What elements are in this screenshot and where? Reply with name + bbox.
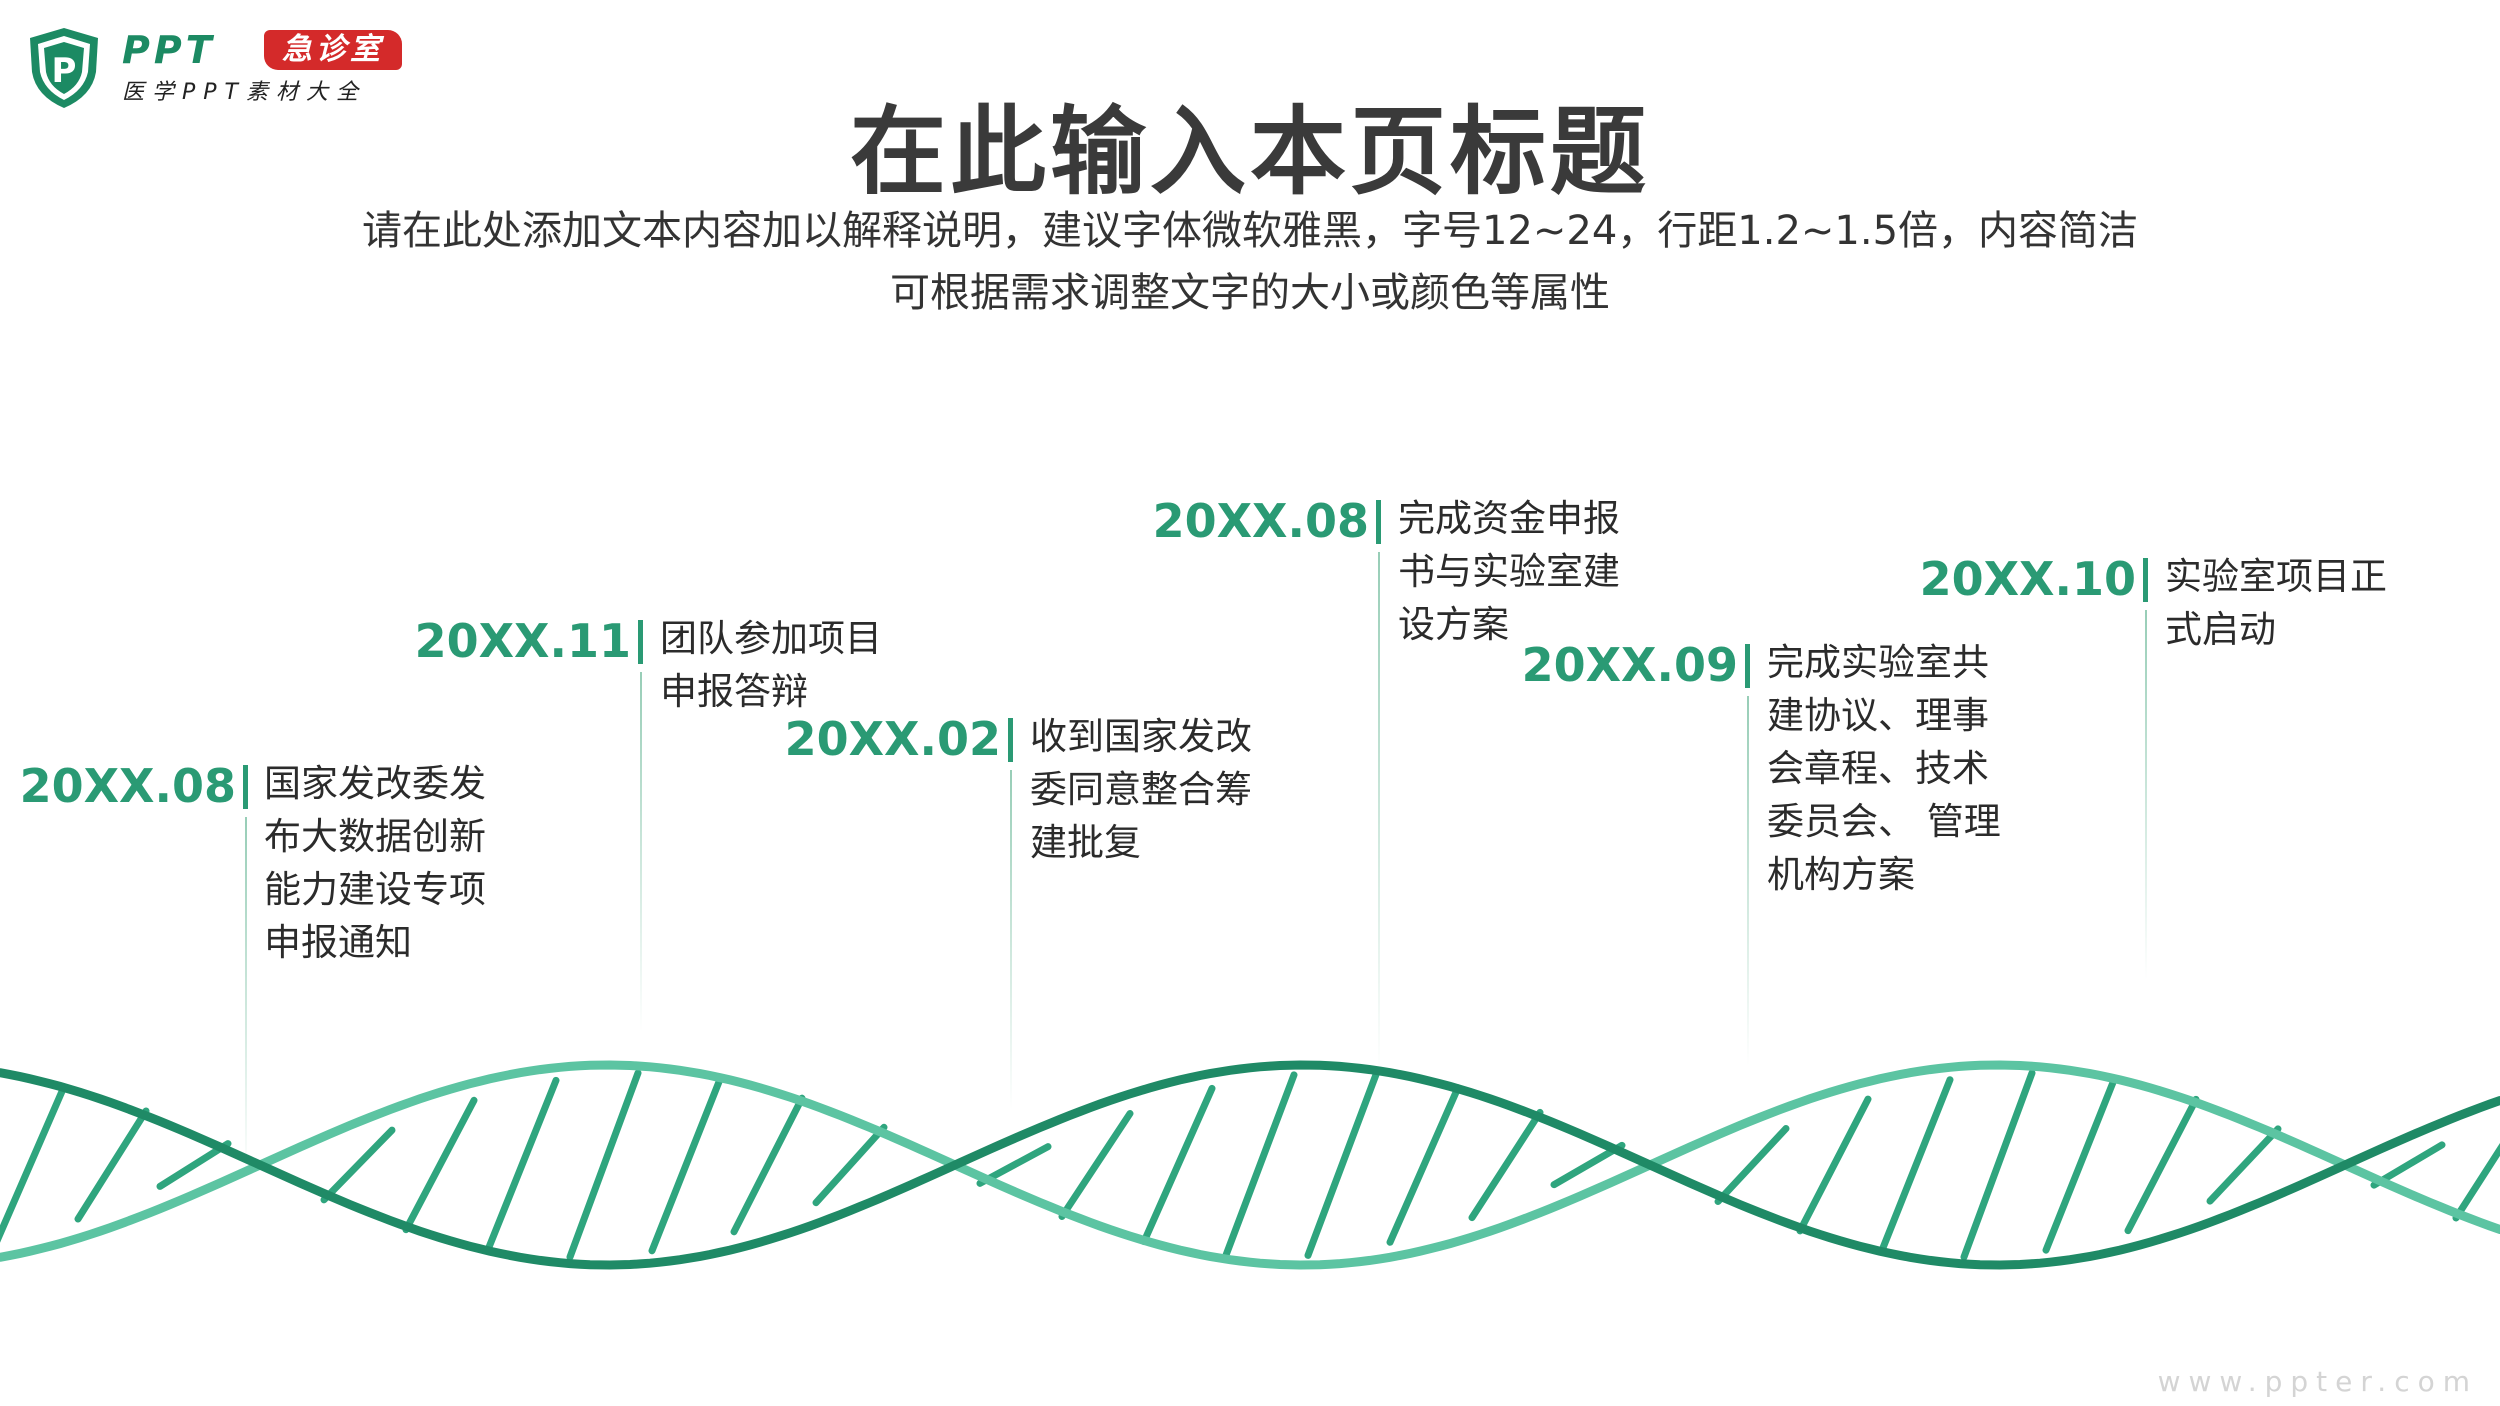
timeline-description: 收到国家发改 委同意整合筹 建批复 xyxy=(1030,710,1252,869)
timeline-date: 20XX.10 xyxy=(1919,552,2136,606)
description-line: 机构方案 xyxy=(1767,853,1915,896)
timeline-description: 完成实验室共 建协议、理事 会章程、技术 委员会、 管理 机构方案 xyxy=(1767,636,2001,901)
logo-subtitle: 医学PPT素材大全 xyxy=(122,80,366,105)
timeline-date: 20XX.08 xyxy=(1152,494,1369,548)
helix-rung xyxy=(2206,1125,2282,1205)
timeline-item-5: 20XX.09 完成实验室共 建协议、理事 会章程、技术 委员会、 管理 机构方… xyxy=(0,636,2001,1066)
timeline-marker xyxy=(638,620,643,664)
helix-rung xyxy=(1714,1125,1790,1205)
helix-rung xyxy=(2042,1076,2118,1254)
timeline-guide-line xyxy=(1378,552,1380,1072)
timeline-date: 20XX.08 xyxy=(19,759,236,813)
shield-letter: P xyxy=(52,51,77,91)
shield-icon: P xyxy=(30,28,98,108)
description-line: 建批复 xyxy=(1030,821,1141,864)
logo-brand-text: PPT xyxy=(122,28,216,72)
watermark: www.ppter.com xyxy=(2157,1365,2478,1398)
timeline-marker xyxy=(243,765,248,809)
timeline-description: 团队参加项目 申报答辩 xyxy=(660,612,882,718)
helix-rung xyxy=(1796,1095,1872,1235)
helix-rung xyxy=(1304,1071,1380,1259)
description-line: 能力建设专项 xyxy=(264,868,486,911)
helix-rung xyxy=(0,1083,68,1243)
timeline-description: 国家发改委发 布大数据创新 能力建设专项 申报通知 xyxy=(264,757,486,969)
page-title: 在此输入本页标题 xyxy=(850,96,1650,208)
timeline-guide-line xyxy=(245,817,247,1177)
timeline-guide-line xyxy=(640,672,642,1032)
helix-rung xyxy=(2452,1142,2500,1222)
timeline-marker xyxy=(2143,558,2148,602)
description-line: 完成实验室共 xyxy=(1767,641,1989,684)
timeline-item-3: 20XX.02 收到国家发改 委同意整合筹 建批复 xyxy=(0,710,1252,1110)
timeline-item-1: 20XX.08 国家发改委发 布大数据创新 能力建设专项 申报通知 xyxy=(0,757,486,1177)
description-line: 设方案 xyxy=(1398,603,1509,646)
helix-rungs xyxy=(0,1069,2500,1261)
description-line: 书与实验室建 xyxy=(1398,550,1620,593)
helix-rung xyxy=(74,1107,150,1223)
timeline-description: 完成资金申报 书与实验室建 设方案 xyxy=(1398,492,1620,651)
description-line: 申报答辩 xyxy=(660,670,808,713)
helix-rung xyxy=(320,1126,396,1204)
subtitle-line-1: 请在此处添加文本内容加以解释说明，建议字体微软雅黑，字号12~24，行距1.2~… xyxy=(361,208,2139,254)
timeline-item-2: 20XX.11 团队参加项目 申报答辩 xyxy=(0,612,882,1032)
dna-helix-decoration xyxy=(0,1060,2500,1270)
description-line: 团队参加项目 xyxy=(660,617,882,660)
helix-rung xyxy=(730,1094,806,1236)
subtitle-line-2: 可根据需求调整文字的大小或颜色等属性 xyxy=(890,270,1610,316)
timeline-date: 20XX.09 xyxy=(1521,638,1738,692)
helix-rung xyxy=(402,1096,478,1234)
helix-rung xyxy=(1222,1071,1298,1259)
description-line: 国家发改委发 xyxy=(264,762,486,805)
timeline-item-6: 20XX.10 实验室项目正 式启动 xyxy=(0,550,2387,980)
description-line: 完成资金申报 xyxy=(1398,497,1620,540)
helix-rung xyxy=(1468,1108,1544,1222)
description-line: 委员会、 管理 xyxy=(1767,800,2001,843)
description-line: 式启动 xyxy=(2165,608,2276,651)
helix-rung xyxy=(566,1069,642,1261)
timeline-guide-line xyxy=(2145,610,2147,980)
timeline-description: 实验室项目正 式启动 xyxy=(2165,550,2387,656)
timeline-guide-line xyxy=(1747,696,1749,1066)
timeline-guide-line xyxy=(1010,770,1012,1110)
helix-strand-a xyxy=(0,1060,2500,1270)
description-line: 布大数据创新 xyxy=(264,815,486,858)
description-line: 实验室项目正 xyxy=(2165,555,2387,598)
helix-rung xyxy=(484,1076,560,1254)
timeline-date: 20XX.11 xyxy=(414,614,631,668)
helix-rung xyxy=(648,1075,724,1255)
page-subtitle: 请在此处添加文本内容加以解释说明，建议字体微软雅黑，字号12~24，行距1.2~… xyxy=(300,200,2200,324)
description-line: 会章程、技术 xyxy=(1767,747,1989,790)
logo-tag: 急诊室 xyxy=(264,30,402,70)
description-line: 申报通知 xyxy=(264,921,412,964)
timeline-marker xyxy=(1008,718,1013,762)
helix-rung xyxy=(1140,1084,1216,1246)
helix-rung xyxy=(1878,1076,1954,1254)
description-line: 收到国家发改 xyxy=(1030,715,1252,758)
timeline-marker xyxy=(1745,644,1750,688)
timeline-item-4: 20XX.08 完成资金申报 书与实验室建 设方案 xyxy=(0,492,1620,1072)
description-line: 委同意整合筹 xyxy=(1030,768,1252,811)
helix-rung xyxy=(2124,1095,2200,1235)
timeline-marker xyxy=(1376,500,1381,544)
brand-logo: P PPT 急诊室 医学PPT素材大全 xyxy=(28,22,408,112)
helix-rung xyxy=(812,1123,888,1207)
helix-strand-b xyxy=(0,1060,2500,1270)
helix-rung xyxy=(1386,1084,1462,1246)
helix-rung xyxy=(156,1140,232,1190)
helix-rung xyxy=(1058,1109,1134,1221)
timeline-date: 20XX.02 xyxy=(784,712,1001,766)
description-line: 建协议、理事 xyxy=(1767,694,1989,737)
helix-rung xyxy=(1960,1069,2036,1261)
